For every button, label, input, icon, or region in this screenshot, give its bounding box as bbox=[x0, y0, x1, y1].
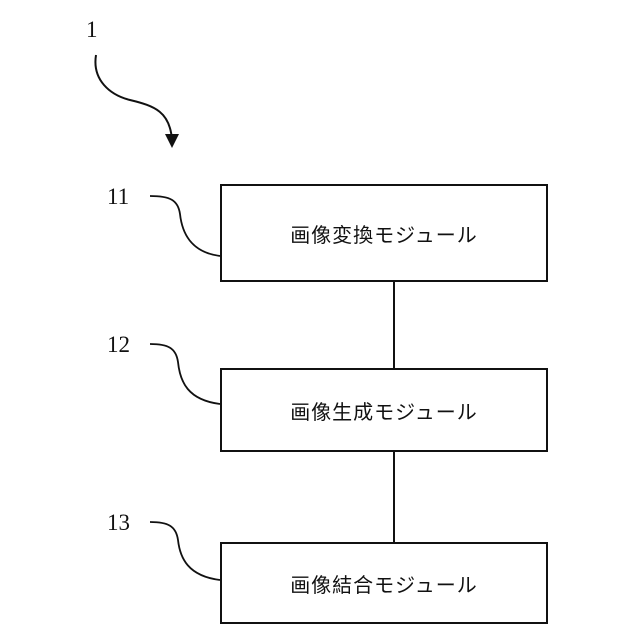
leader-line-11 bbox=[150, 196, 220, 256]
image-conversion-module-box: 画像変換モジュール bbox=[220, 184, 548, 282]
module-ref-label-12: 12 bbox=[107, 333, 130, 356]
module-label: 画像結合モジュール bbox=[290, 569, 478, 598]
module-ref-label-11: 11 bbox=[107, 185, 129, 208]
system-leader-curve bbox=[95, 55, 172, 140]
module-label: 画像生成モジュール bbox=[290, 396, 478, 425]
system-leader-arrowhead bbox=[165, 134, 179, 148]
leader-line-13 bbox=[150, 522, 220, 580]
image-generation-module-box: 画像生成モジュール bbox=[220, 368, 548, 452]
module-label: 画像変換モジュール bbox=[290, 219, 478, 248]
system-ref-label: 1 bbox=[86, 18, 98, 41]
image-combination-module-box: 画像結合モジュール bbox=[220, 542, 548, 624]
leader-line-12 bbox=[150, 344, 220, 404]
module-ref-label-13: 13 bbox=[107, 511, 130, 534]
